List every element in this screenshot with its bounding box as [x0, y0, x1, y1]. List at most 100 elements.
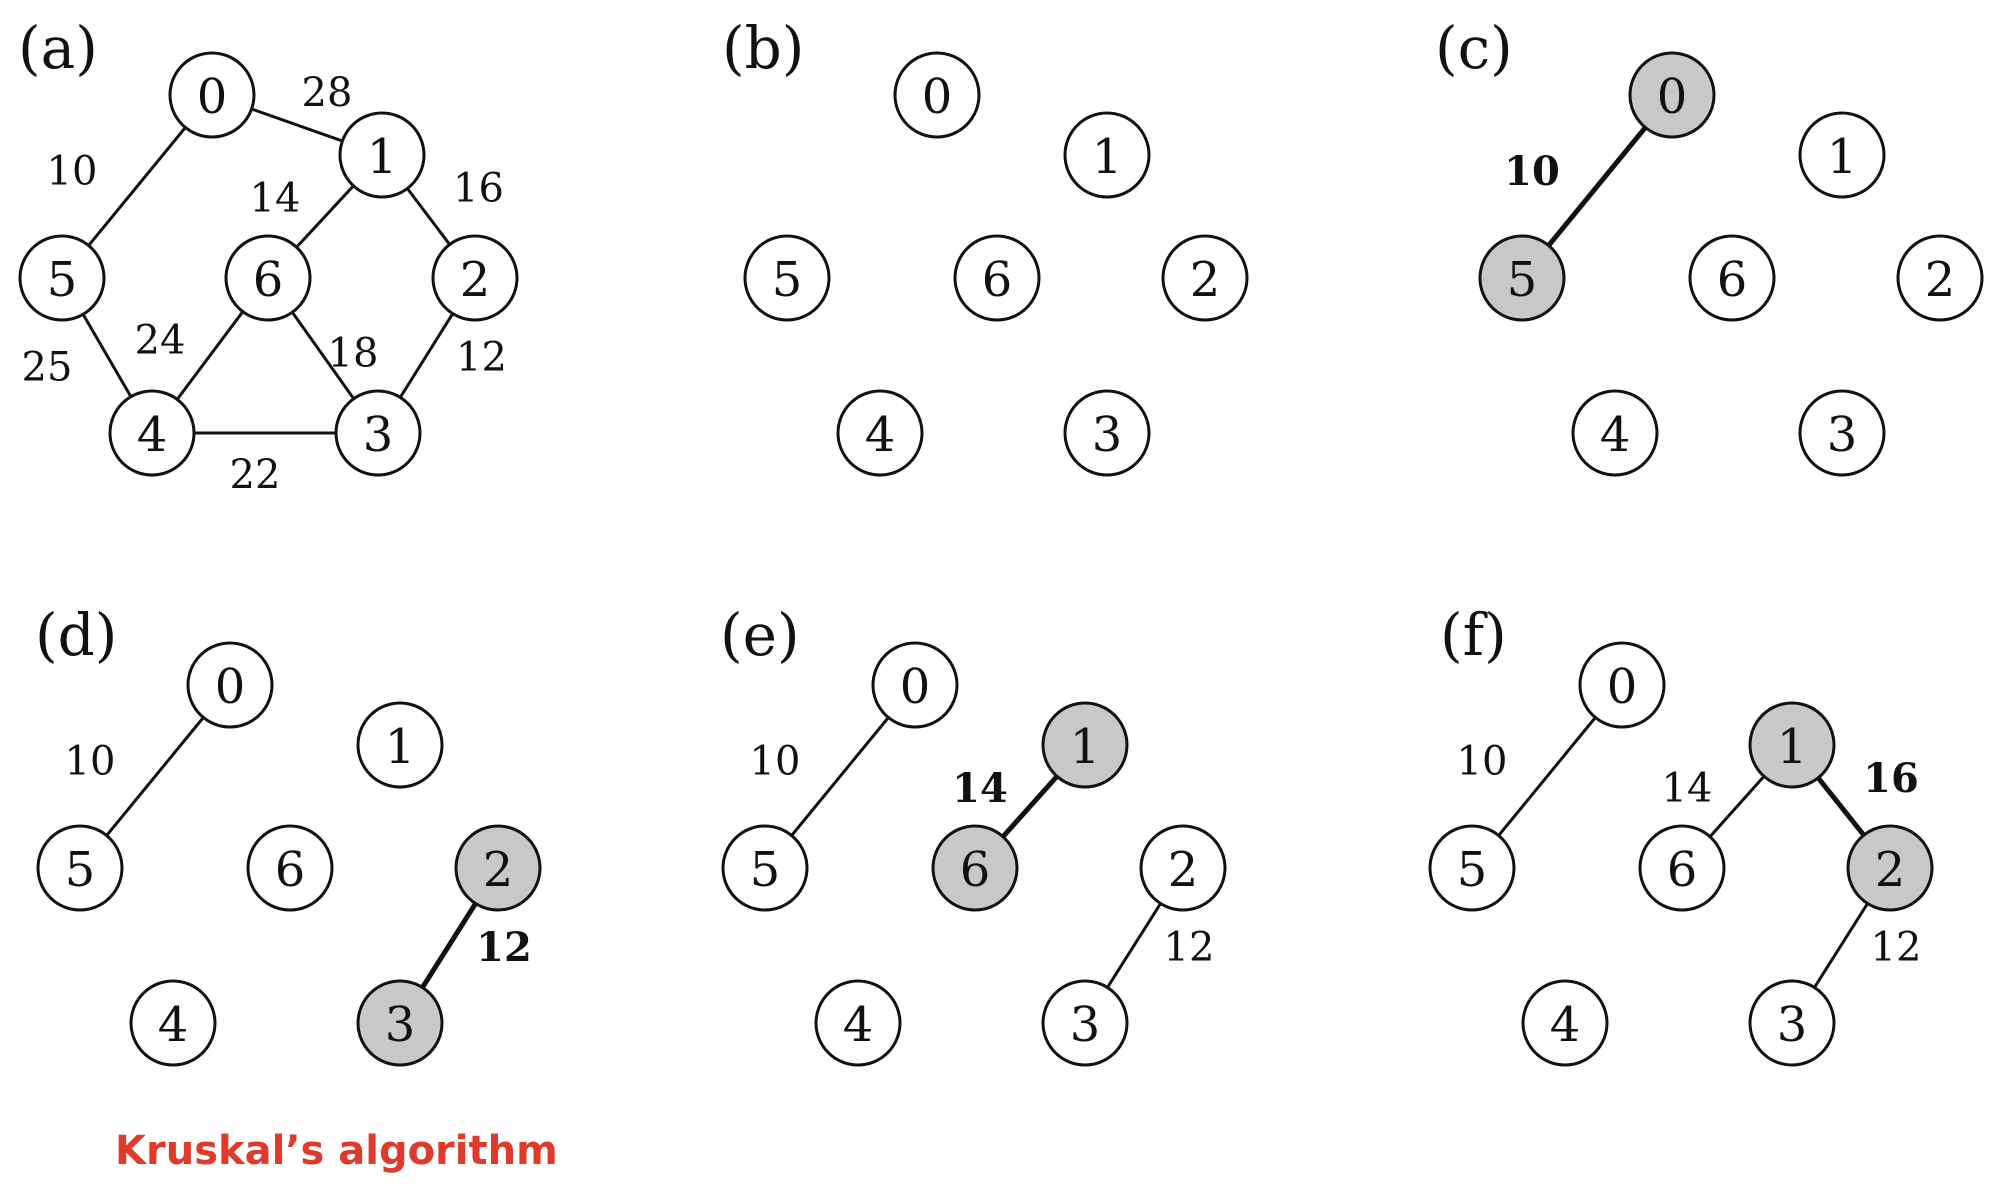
node-circle [743, 234, 831, 322]
node-label: 3 [363, 407, 394, 463]
edge-weight-label: 12 [456, 335, 507, 381]
panel-label: (e) [720, 601, 800, 669]
node-circle [224, 234, 312, 322]
node-circle [1571, 389, 1659, 477]
panel-label: (d) [35, 601, 117, 669]
node-0: 0 [1578, 641, 1666, 729]
node-label: 2 [1190, 252, 1221, 308]
node-4: 4 [129, 979, 217, 1067]
node-4: 4 [1571, 389, 1659, 477]
node-label: 3 [1827, 407, 1858, 463]
node-label: 3 [385, 997, 416, 1053]
node-label: 4 [1550, 997, 1581, 1053]
node-label: 2 [1925, 252, 1956, 308]
node-2: 2 [1139, 824, 1227, 912]
node-circle [1628, 51, 1716, 139]
node-circle [953, 234, 1041, 322]
node-1: 1 [1041, 701, 1129, 789]
node-label: 5 [65, 842, 96, 898]
edge-weight-label: 10 [47, 149, 98, 195]
node-4: 4 [108, 389, 196, 477]
node-circle [36, 824, 124, 912]
node-label: 2 [1875, 842, 1906, 898]
node-circle [931, 824, 1019, 912]
edge-weight-label: 12 [1871, 925, 1922, 971]
node-circle [186, 641, 274, 729]
node-circle [871, 641, 959, 729]
edge-weight-label: 16 [453, 166, 504, 212]
node-3: 3 [334, 389, 422, 477]
node-1: 1 [338, 111, 426, 199]
node-label: 0 [215, 659, 246, 715]
node-6: 6 [1638, 824, 1726, 912]
node-circle [338, 111, 426, 199]
node-label: 4 [1600, 407, 1631, 463]
node-label: 3 [1070, 997, 1101, 1053]
node-circle [1688, 234, 1776, 322]
edge-weight-label: 10 [1504, 148, 1560, 195]
node-circle [1748, 701, 1836, 789]
node-label: 1 [1070, 719, 1101, 775]
edge-weight-label: 14 [1662, 766, 1713, 812]
node-label: 5 [47, 252, 78, 308]
node-circle [18, 234, 106, 322]
node-label: 4 [158, 997, 189, 1053]
node-6: 6 [1688, 234, 1776, 322]
edge-weight-label: 28 [302, 70, 353, 116]
node-5: 5 [1478, 234, 1566, 322]
edge-weight-label: 18 [328, 331, 379, 377]
panel-c: (c) 10 0 1 2 3 4 5 6 [1435, 14, 1984, 477]
node-4: 4 [814, 979, 902, 1067]
node-label: 3 [1777, 997, 1808, 1053]
node-label: 6 [1667, 842, 1698, 898]
node-label: 1 [1827, 129, 1858, 185]
node-circle [1846, 824, 1934, 912]
node-3: 3 [1798, 389, 1886, 477]
node-3: 3 [1041, 979, 1129, 1067]
node-1: 1 [1748, 701, 1836, 789]
node-label: 6 [960, 842, 991, 898]
node-0: 0 [168, 51, 256, 139]
node-0: 0 [871, 641, 959, 729]
node-label: 1 [1777, 719, 1808, 775]
node-2: 2 [1161, 234, 1249, 322]
node-circle [1578, 641, 1666, 729]
node-label: 5 [1457, 842, 1488, 898]
edge-weight-label: 24 [135, 318, 186, 364]
node-circle [1521, 979, 1609, 1067]
node-circle [1798, 389, 1886, 477]
node-circle [721, 824, 809, 912]
panel-label: (c) [1435, 14, 1513, 82]
node-2: 2 [1896, 234, 1984, 322]
node-circle [1063, 111, 1151, 199]
node-label: 4 [865, 407, 896, 463]
node-6: 6 [224, 234, 312, 322]
node-label: 6 [1717, 252, 1748, 308]
panel-label: (a) [18, 14, 98, 82]
node-circle [1063, 389, 1151, 477]
node-label: 2 [483, 842, 514, 898]
node-2: 2 [431, 234, 519, 322]
node-circle [334, 389, 422, 477]
node-label: 1 [1092, 129, 1123, 185]
node-label: 3 [1092, 407, 1123, 463]
node-circle [1478, 234, 1566, 322]
edge-weight-label: 12 [476, 924, 532, 971]
node-3: 3 [1748, 979, 1836, 1067]
node-6: 6 [246, 824, 334, 912]
edge-weight-label: 14 [952, 765, 1008, 812]
node-label: 5 [750, 842, 781, 898]
node-5: 5 [36, 824, 124, 912]
node-circle [814, 979, 902, 1067]
node-0: 0 [1628, 51, 1716, 139]
node-6: 6 [953, 234, 1041, 322]
node-0: 0 [893, 51, 981, 139]
figure-caption: Kruskal’s algorithm [115, 1128, 558, 1174]
node-circle [168, 51, 256, 139]
node-label: 6 [275, 842, 306, 898]
node-label: 6 [253, 252, 284, 308]
